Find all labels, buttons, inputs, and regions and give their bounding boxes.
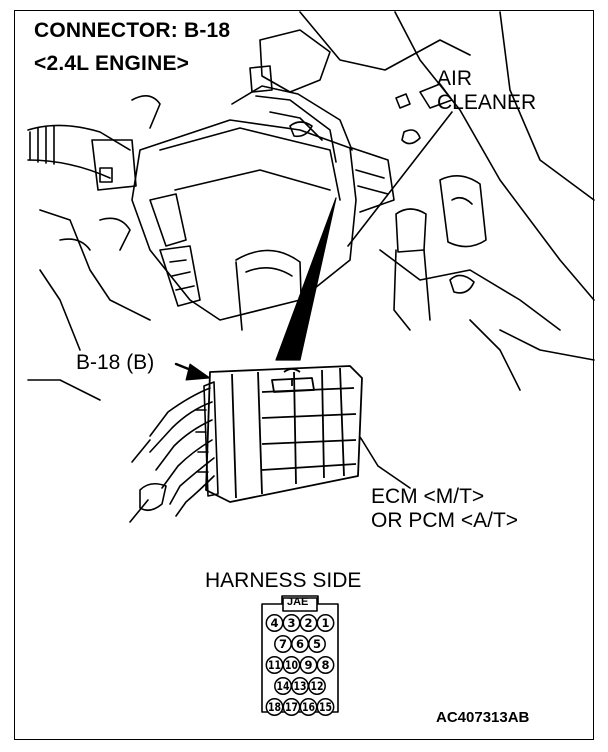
connector-pin <box>316 698 335 716</box>
ecm-label-line1: ECM <M/T> <box>371 485 485 508</box>
ecm-pcm-unit <box>205 365 363 503</box>
harness-side-label: HARNESS SIDE <box>205 569 362 592</box>
figure-frame <box>14 10 594 740</box>
ecm-label-line2: OR PCM <A/T> <box>371 509 519 532</box>
connector-callout-label: B-18 (B) <box>76 351 155 374</box>
figure-code: AC407313AB <box>436 709 530 726</box>
connector-pin-number: 15 <box>319 700 332 714</box>
connector-pin <box>308 677 326 695</box>
connector-pin-number: 2 <box>304 616 312 630</box>
connector-pin-number: 11 <box>268 658 281 672</box>
connector-pin-number: 17 <box>285 700 298 714</box>
connector-title: CONNECTOR: B-18 <box>34 19 231 42</box>
connector-pin <box>316 656 335 674</box>
air-cleaner-label-line2: CLEANER <box>437 91 537 114</box>
connector-pin <box>316 614 335 632</box>
connector-pin-number: 7 <box>279 637 287 651</box>
connector-pin-number: 3 <box>287 616 295 630</box>
connector-pin-number: 12 <box>311 679 324 693</box>
connector-pin-number: 8 <box>321 658 329 672</box>
connector-pin-number: 1 <box>321 616 329 630</box>
connector-pin-number: 6 <box>296 637 304 651</box>
connector-pin-number: 13 <box>294 679 307 693</box>
engine-variant-label: <2.4L ENGINE> <box>34 52 190 75</box>
connector-pin-number: 18 <box>268 700 281 714</box>
connector-pin-number: 5 <box>313 637 321 651</box>
connector-pin <box>308 635 326 653</box>
connector-pin-number: 10 <box>285 658 298 672</box>
connector-pin-number: 16 <box>302 700 315 714</box>
connector-pin-number: 4 <box>270 616 278 630</box>
connector-key-label: JAE <box>287 596 309 608</box>
connector-pin-number: 9 <box>304 658 312 672</box>
air-cleaner-label-line1: AIR <box>437 67 473 90</box>
connector-pin-number: 14 <box>277 679 290 693</box>
